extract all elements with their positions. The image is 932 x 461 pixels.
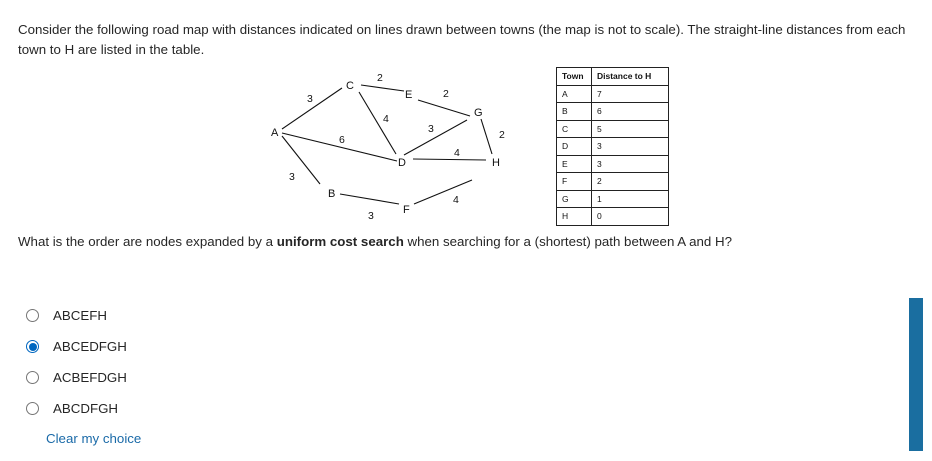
edge-a-d <box>281 132 398 162</box>
town-cell: A <box>556 84 592 103</box>
radio-button[interactable] <box>26 309 39 322</box>
weight-c-d: 4 <box>383 113 389 125</box>
node-b: B <box>328 188 335 200</box>
answer-option-label[interactable]: ABCDFGH <box>53 401 119 416</box>
node-f: F <box>403 204 410 216</box>
edge-d-h <box>412 158 487 161</box>
node-e: E <box>405 89 412 101</box>
town-cell: F <box>556 172 592 191</box>
weight-f-g: 4 <box>453 194 459 206</box>
edge-g-h <box>480 118 493 155</box>
edge-c-d <box>358 91 397 155</box>
node-a: A <box>271 127 279 139</box>
question-text: What is the order are nodes expanded by … <box>18 232 732 252</box>
distance-cell: 6 <box>591 102 669 121</box>
edge-a-b <box>281 135 321 185</box>
weight-d-h: 4 <box>454 147 460 159</box>
answer-option[interactable]: ACBEFDGH <box>26 362 127 393</box>
edge-c-e <box>360 84 405 92</box>
weight-c-e: 2 <box>377 72 383 84</box>
edge-e-g <box>417 99 471 117</box>
weight-e-g: 2 <box>443 88 449 100</box>
town-cell: E <box>556 154 592 173</box>
radio-button[interactable] <box>26 371 39 384</box>
question-text-bold: uniform cost search <box>276 234 404 249</box>
road-map-svg: A C E G D H B F 3 6 3 2 4 2 3 2 4 3 4 <box>271 72 505 222</box>
answer-options: ABCEFH ABCEDFGH ACBEFDGH ABCDFGH <box>26 300 127 424</box>
town-cell: B <box>556 102 592 121</box>
header-distance: Distance to H <box>591 67 669 86</box>
radio-button[interactable] <box>26 402 39 415</box>
distance-cell: 5 <box>591 119 669 138</box>
town-cell: D <box>556 137 592 156</box>
town-cell: H <box>556 207 592 226</box>
distance-cell: 0 <box>591 207 669 226</box>
weight-g-h: 2 <box>499 129 505 141</box>
question-text-after: when searching for a (shortest) path bet… <box>403 234 733 249</box>
answer-option[interactable]: ABCEFH <box>26 300 127 331</box>
edge-f-g <box>413 179 473 205</box>
road-map-diagram: A C E G D H B F 3 6 3 2 4 2 3 2 4 3 4 <box>262 66 532 226</box>
node-g: G <box>474 107 483 119</box>
distance-cell: 3 <box>591 154 669 173</box>
weight-a-d: 6 <box>339 134 345 146</box>
clear-choice-link[interactable]: Clear my choice <box>46 431 142 446</box>
town-cell: G <box>556 189 592 208</box>
radio-button-selected[interactable] <box>26 340 39 353</box>
answer-option[interactable]: ABCEDFGH <box>26 331 127 362</box>
answer-option-label[interactable]: ABCEDFGH <box>53 339 127 354</box>
weight-a-c: 3 <box>307 93 313 105</box>
question-intro-text: Consider the following road map with dis… <box>18 22 906 57</box>
node-h: H <box>492 157 500 169</box>
answer-option-label[interactable]: ACBEFDGH <box>53 370 127 385</box>
node-c: C <box>346 80 354 92</box>
weight-b-f: 3 <box>368 210 374 222</box>
distance-cell: 7 <box>591 84 669 103</box>
town-cell: C <box>556 119 592 138</box>
edge-b-f <box>339 193 400 205</box>
answer-option[interactable]: ABCDFGH <box>26 393 127 424</box>
edge-a-c <box>281 87 343 130</box>
edge-e-d <box>403 119 468 156</box>
weight-a-b: 3 <box>289 171 295 183</box>
table-header-row: Town Distance to H <box>556 67 669 86</box>
distance-cell: 3 <box>591 137 669 156</box>
side-scrollbar[interactable] <box>909 298 923 451</box>
distance-cell: 1 <box>591 189 669 208</box>
distance-cell: 2 <box>591 172 669 191</box>
weight-e-d: 3 <box>428 123 434 135</box>
question-text-before: What is the order are nodes expanded by … <box>18 234 277 249</box>
answer-option-label[interactable]: ABCEFH <box>53 308 107 323</box>
node-d: D <box>398 157 406 169</box>
header-town: Town <box>556 67 592 86</box>
